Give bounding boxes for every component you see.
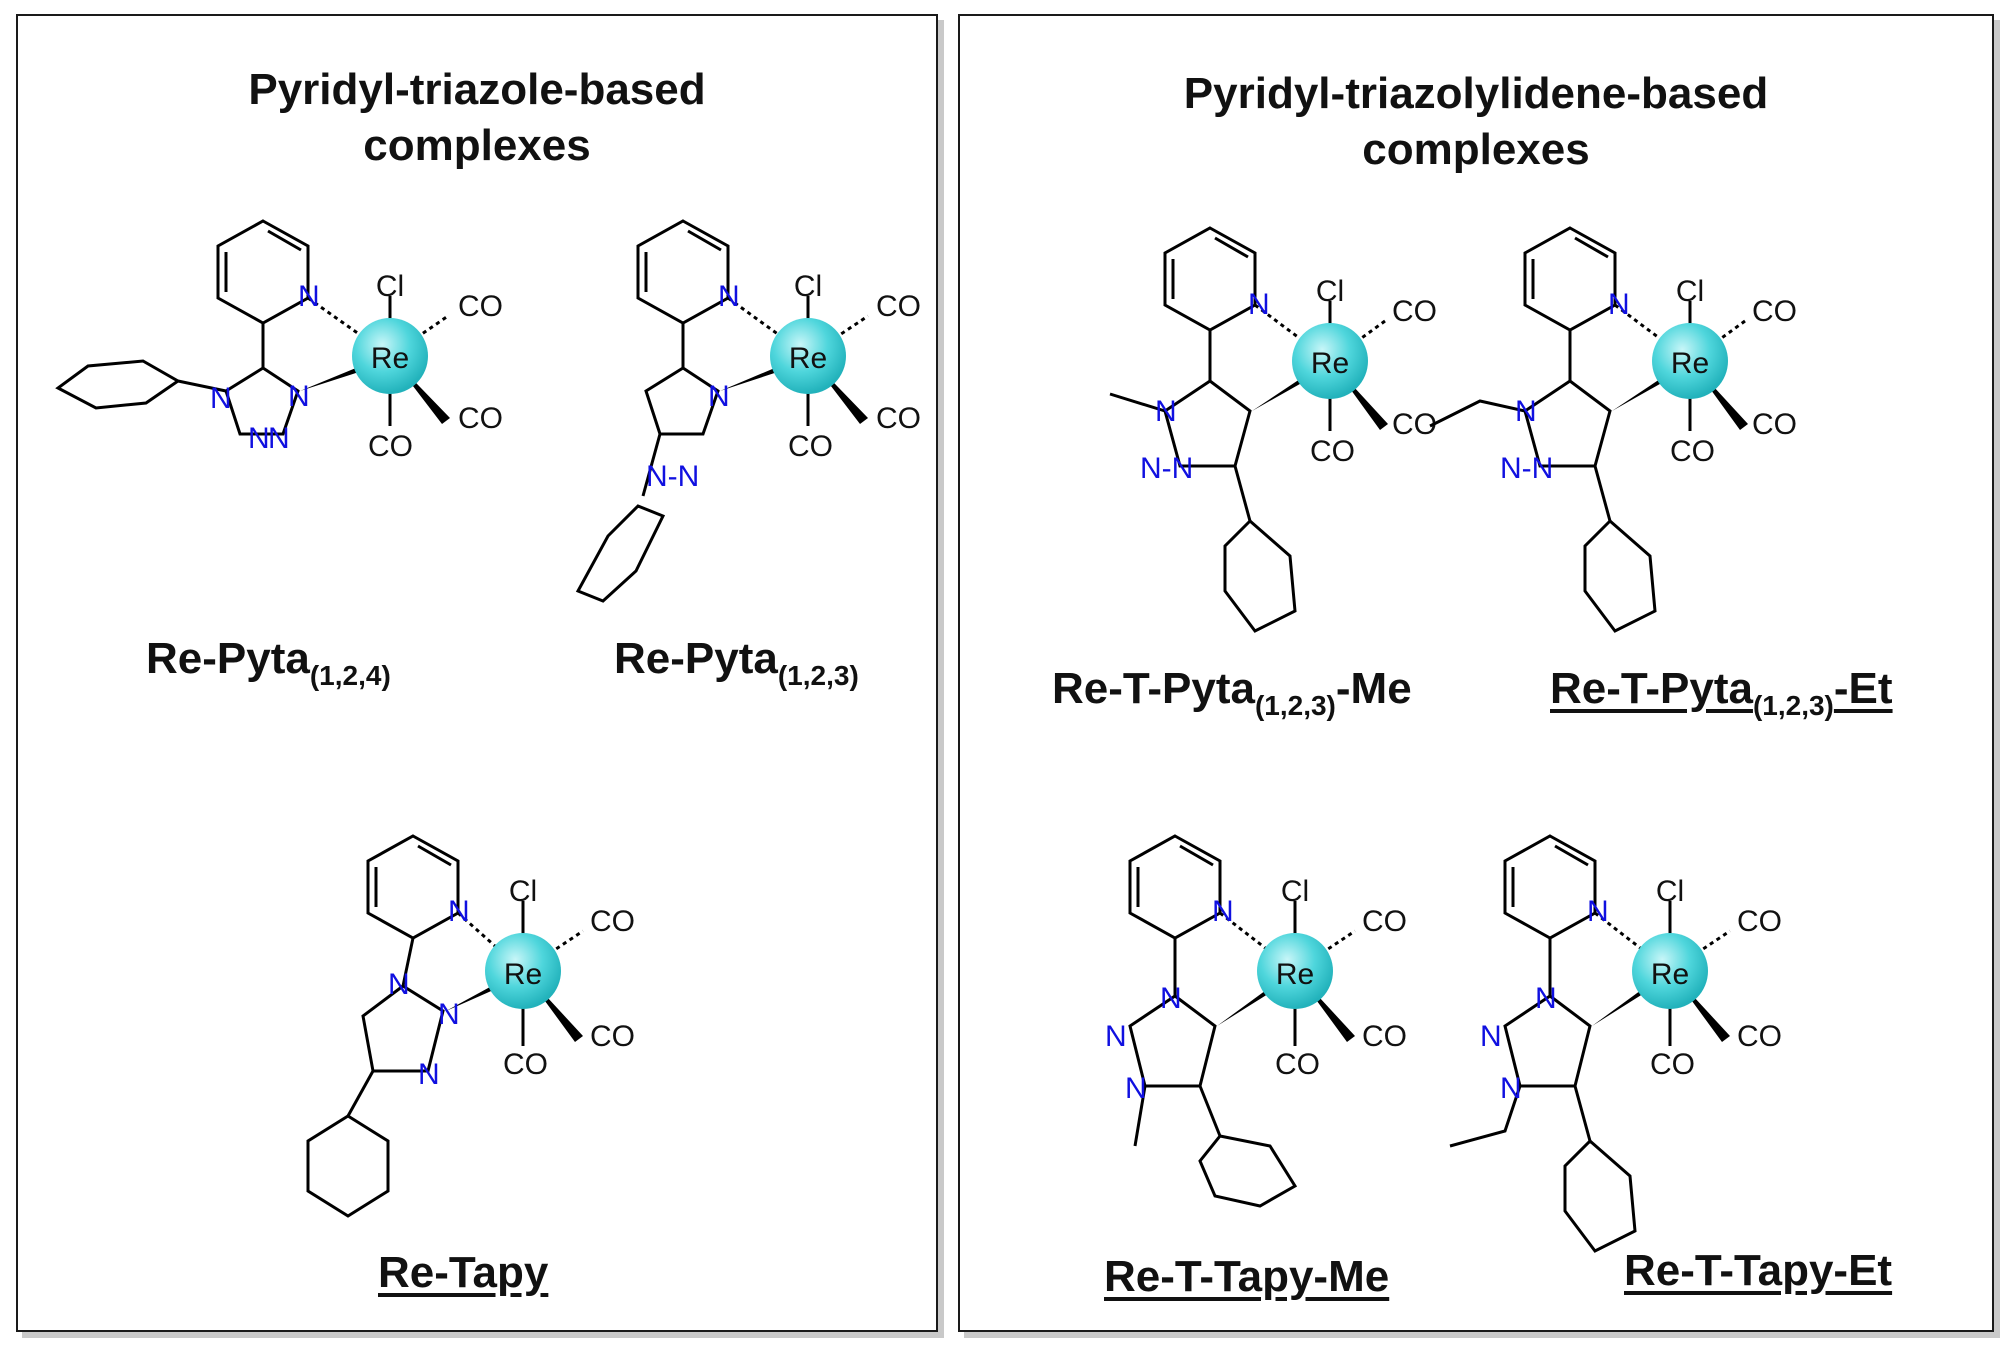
structure-re-tapy: N N N N Cl Re CO CO CO <box>306 834 635 1218</box>
svg-text:N-N: N-N <box>1500 452 1553 485</box>
label-re-t-pyta-et: Re-T-Pyta(1,2,3)-Et <box>1550 664 1893 721</box>
svg-text:N: N <box>448 895 470 928</box>
svg-text:CO: CO <box>458 402 503 435</box>
svg-text:N: N <box>1155 395 1177 428</box>
svg-text:N: N <box>438 998 460 1031</box>
atom-re: Re <box>371 342 409 375</box>
panel-title-line2: complexes <box>363 121 591 170</box>
svg-text:N: N <box>1105 1020 1127 1053</box>
svg-text:CO: CO <box>368 430 413 463</box>
svg-text:N: N <box>268 422 290 455</box>
svg-text:N: N <box>418 1058 440 1091</box>
svg-text:CO: CO <box>788 430 833 463</box>
svg-text:N-N: N-N <box>1140 452 1193 485</box>
svg-text:Re: Re <box>1651 958 1689 991</box>
svg-text:N: N <box>288 380 310 413</box>
svg-text:CO: CO <box>876 402 921 435</box>
svg-text:CO: CO <box>590 905 635 938</box>
svg-text:N: N <box>1125 1072 1147 1105</box>
svg-text:N: N <box>388 968 410 1001</box>
svg-text:CO: CO <box>458 290 503 323</box>
structure-re-pyta-124: N N N N N Cl Re CO CO CO <box>55 219 503 463</box>
svg-text:Re: Re <box>504 958 542 991</box>
svg-text:N: N <box>1587 895 1609 928</box>
structure-re-t-pyta-et: N N N-N Cl Re CO CO CO <box>1429 226 1797 633</box>
svg-text:Cl: Cl <box>794 270 822 303</box>
panel-pyridyl-triazolylidene: Pyridyl-triazolylidene-based complexes N… <box>958 14 1994 1332</box>
svg-text:CO: CO <box>1392 295 1437 328</box>
svg-text:CO: CO <box>1362 1020 1407 1053</box>
svg-text:CO: CO <box>1650 1048 1695 1081</box>
svg-text:CO: CO <box>876 290 921 323</box>
svg-text:Cl: Cl <box>1656 875 1684 908</box>
svg-text:Re: Re <box>1311 347 1349 380</box>
svg-text:N: N <box>1160 982 1182 1015</box>
svg-text:Cl: Cl <box>1316 275 1344 308</box>
label-re-t-tapy-me: Re-T-Tapy-Me <box>1104 1252 1390 1301</box>
label-re-t-pyta-me: Re-T-Pyta(1,2,3)-Me <box>1052 664 1412 721</box>
panel-title-line1: Pyridyl-triazolylidene-based <box>1183 69 1769 118</box>
svg-text:CO: CO <box>1275 1048 1320 1081</box>
atom-cl: Cl <box>376 270 404 303</box>
svg-text:Re: Re <box>789 342 827 375</box>
svg-text:Cl: Cl <box>1281 875 1309 908</box>
structure-re-t-tapy-me: N N N N Cl Re CO CO CO <box>1105 834 1407 1208</box>
svg-text:CO: CO <box>1737 1020 1782 1053</box>
svg-text:N: N <box>1480 1020 1502 1053</box>
svg-text:CO: CO <box>503 1048 548 1081</box>
svg-text:Cl: Cl <box>509 875 537 908</box>
svg-text:N: N <box>210 382 232 415</box>
structure-re-t-tapy-et: N N N N Cl Re CO CO CO <box>1449 834 1782 1253</box>
svg-text:CO: CO <box>1752 295 1797 328</box>
svg-text:CO: CO <box>590 1020 635 1053</box>
svg-text:N: N <box>1535 982 1557 1015</box>
panel-title-line2: complexes <box>1362 125 1590 174</box>
svg-text:CO: CO <box>1362 905 1407 938</box>
svg-text:Re: Re <box>1276 958 1314 991</box>
panel-pyridyl-triazole: Pyridyl-triazole-based complexes N N N <box>16 14 938 1332</box>
svg-text:N-N: N-N <box>646 460 699 493</box>
panel-title-line1: Pyridyl-triazole-based <box>248 65 706 114</box>
atom-n: N <box>298 280 320 313</box>
svg-text:CO: CO <box>1392 408 1437 441</box>
svg-text:Cl: Cl <box>1676 275 1704 308</box>
svg-text:CO: CO <box>1737 905 1782 938</box>
label-re-tapy: Re-Tapy <box>378 1248 549 1297</box>
svg-text:Re: Re <box>1671 347 1709 380</box>
svg-text:CO: CO <box>1310 435 1355 468</box>
svg-text:CO: CO <box>1670 435 1715 468</box>
label-re-pyta-123: Re-Pyta(1,2,3) <box>614 634 859 691</box>
svg-text:N: N <box>1212 895 1234 928</box>
structure-re-t-pyta-me: N N N-N Cl Re CO CO CO <box>1109 226 1437 633</box>
svg-text:N: N <box>1248 288 1270 321</box>
structure-re-pyta-123: N N N-N Cl Re CO CO CO <box>575 219 921 603</box>
svg-text:N: N <box>1515 395 1537 428</box>
svg-text:CO: CO <box>1752 408 1797 441</box>
svg-text:N: N <box>248 422 270 455</box>
svg-text:N: N <box>718 280 740 313</box>
svg-text:N: N <box>708 380 730 413</box>
svg-text:N: N <box>1500 1072 1522 1105</box>
label-re-t-tapy-et: Re-T-Tapy-Et <box>1624 1246 1893 1295</box>
label-re-pyta-124: Re-Pyta(1,2,4) <box>146 634 391 691</box>
svg-text:N: N <box>1608 288 1630 321</box>
